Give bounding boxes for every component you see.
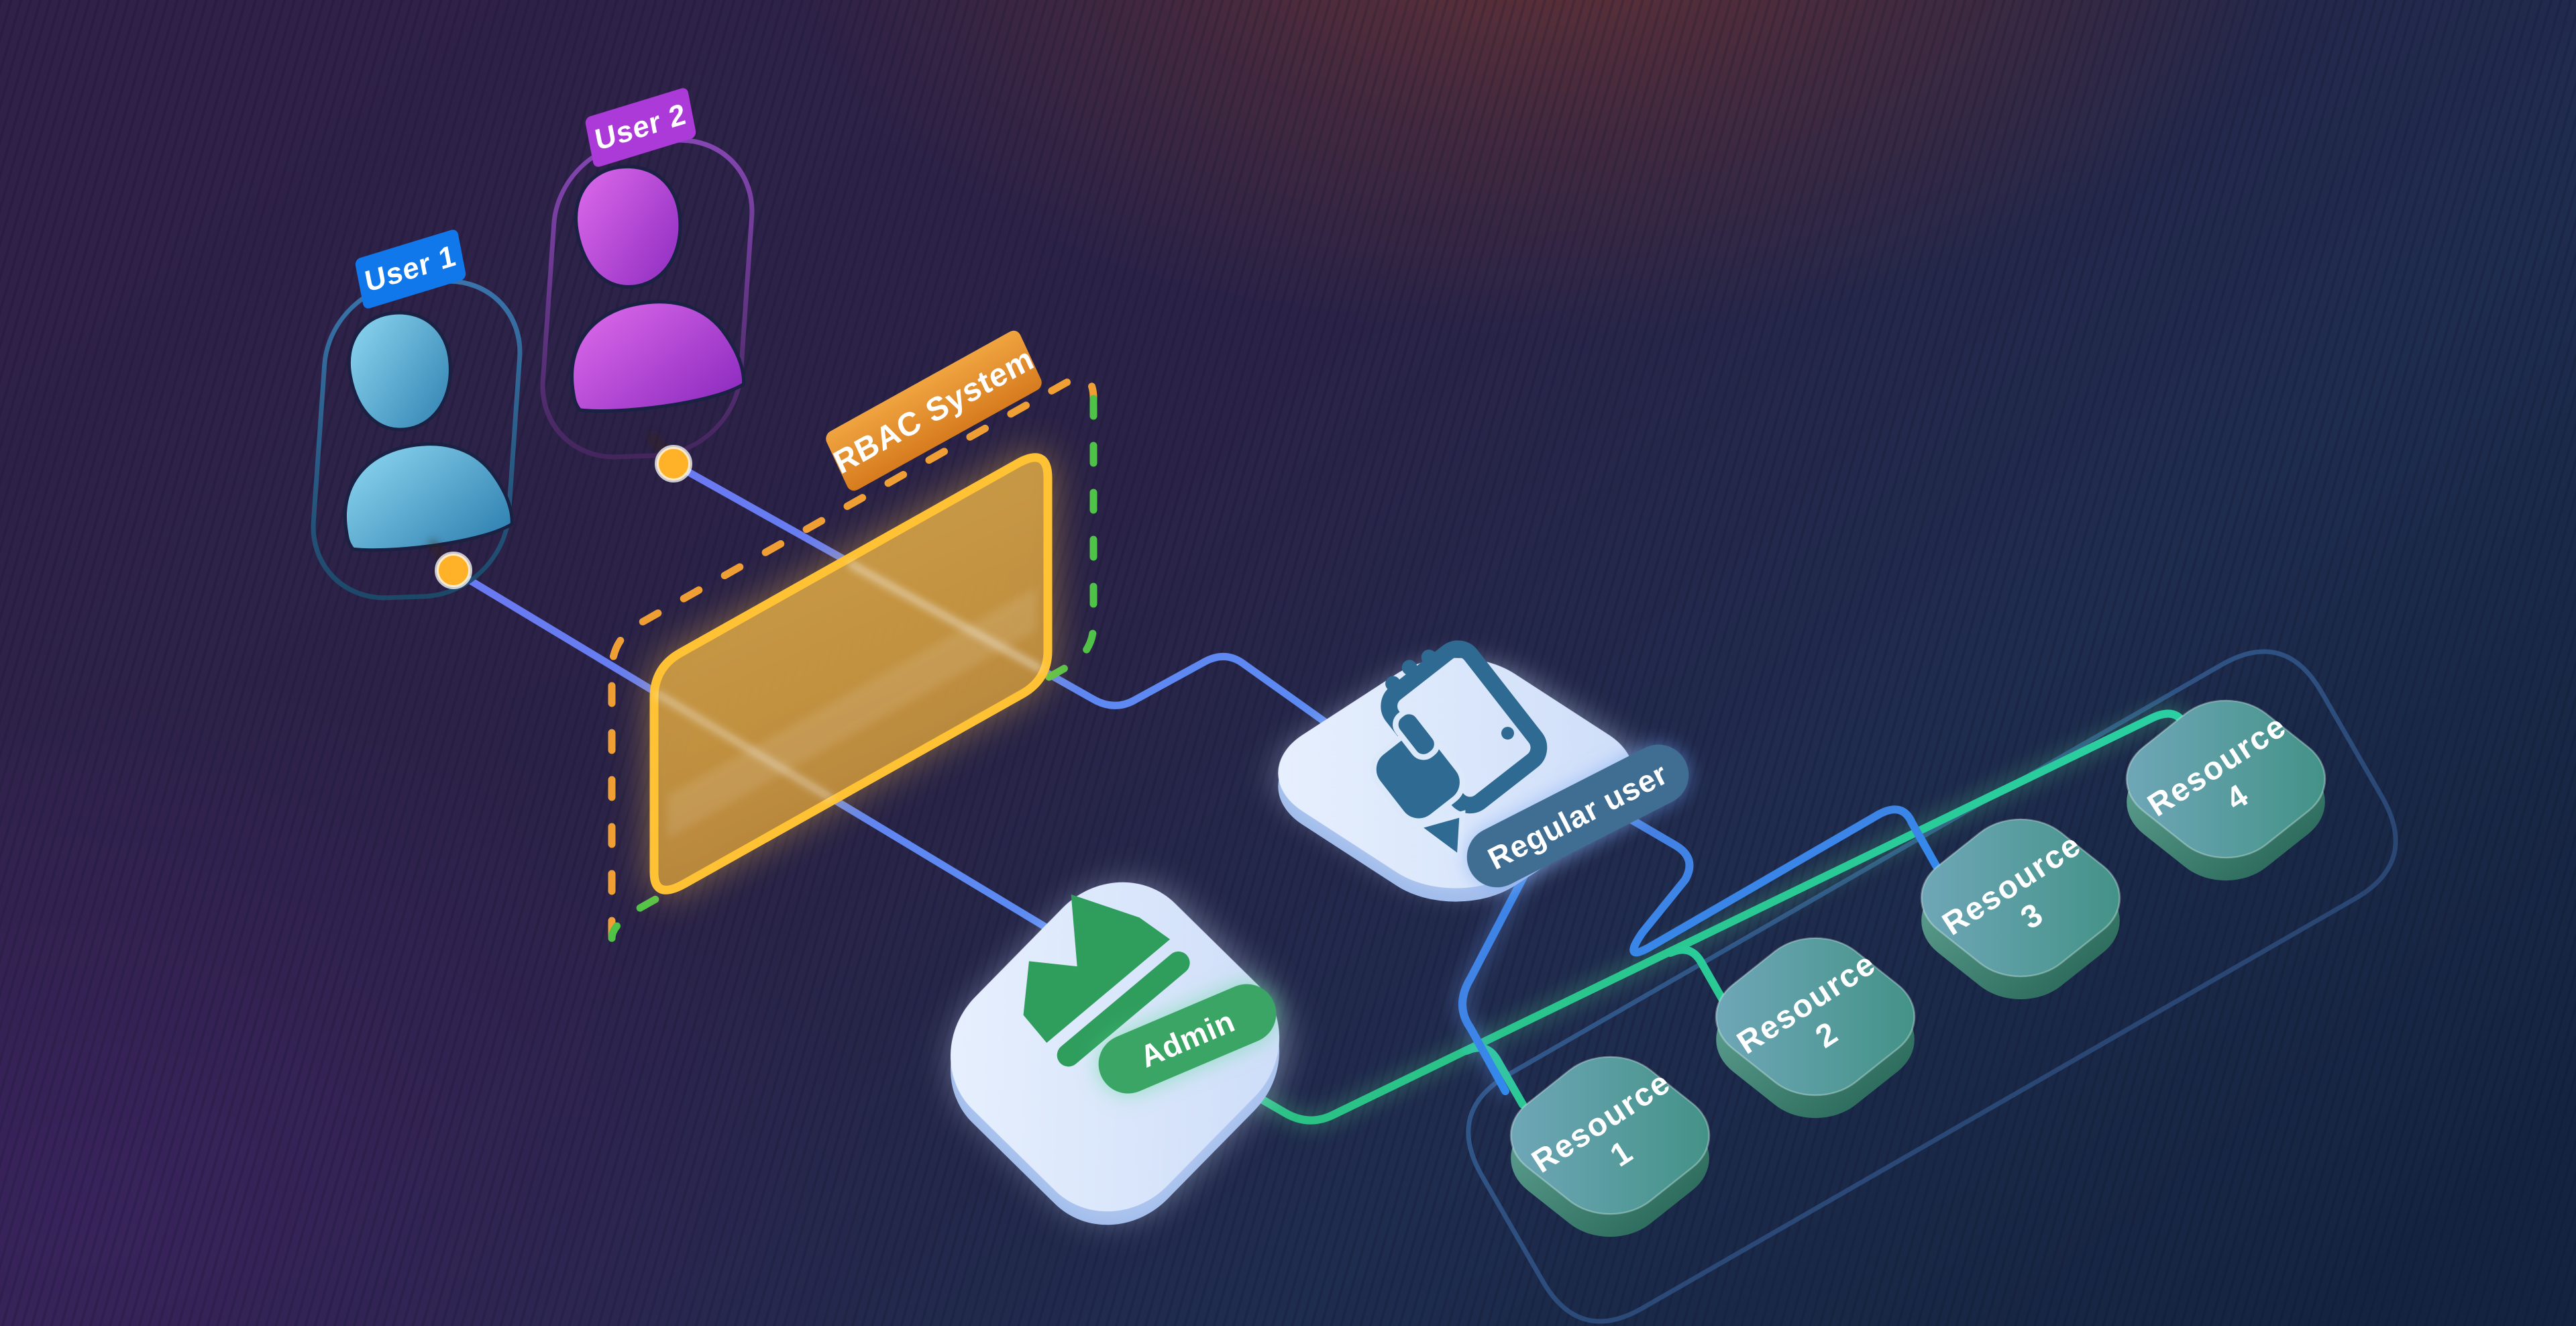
hand-holding-phone-icon xyxy=(1371,640,1548,864)
resource-node: Resource 2 xyxy=(1715,937,1916,1119)
rbac-dash-green xyxy=(608,395,1097,942)
user1-connector-dot xyxy=(435,552,472,589)
user2-node: User 2 xyxy=(540,88,755,482)
admin-line-spur-resource2 xyxy=(1666,946,1727,1004)
resources: Resource 1 Resource 2 xyxy=(1509,699,2326,1237)
rbac-panel-streak-user2 xyxy=(847,561,1043,672)
rbac-panel-streak-user1 xyxy=(654,691,834,801)
user1-node: User 1 xyxy=(311,230,523,601)
regular-user-line-resource1 xyxy=(1458,842,1544,1095)
user2-avatar xyxy=(570,164,746,413)
regular-user-line-resource3 xyxy=(1601,800,1940,957)
regular-user-role-card: Regular user xyxy=(1278,640,1689,902)
resource-node: Resource 1 xyxy=(1509,1056,1711,1237)
rbac-system-panel xyxy=(649,453,1053,895)
rbac-panel-sheen-band xyxy=(667,587,1036,839)
rbac-dash-orange xyxy=(608,374,1097,942)
admin-role-card: Admin xyxy=(950,882,1280,1225)
crown-icon xyxy=(1023,894,1190,1067)
user1-avatar xyxy=(343,311,514,552)
resource-container-outline xyxy=(1466,649,2398,1324)
rbac-dashed-outline xyxy=(608,374,1097,942)
user2-line-to-regular-user xyxy=(669,460,1338,732)
user2-connector-dot xyxy=(655,445,692,482)
